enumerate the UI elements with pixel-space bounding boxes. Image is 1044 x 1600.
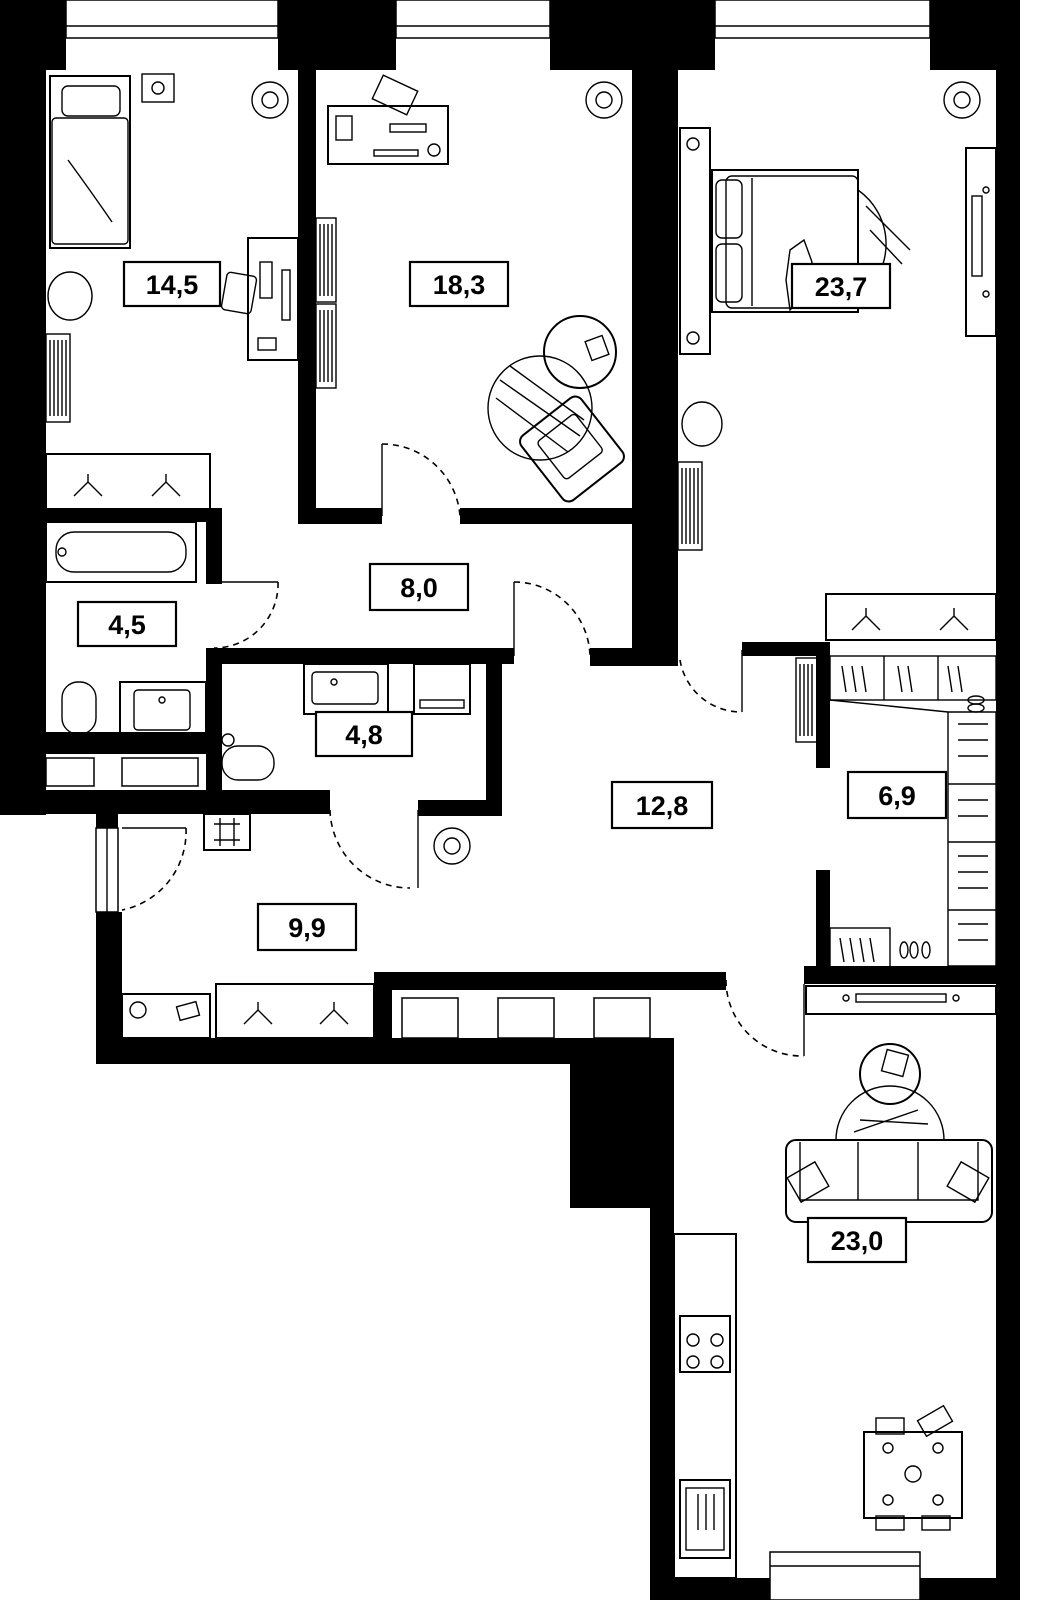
area-label-bedroom-3: 23,7 — [790, 262, 892, 310]
toilet-icon — [221, 733, 275, 781]
area-value: 6,9 — [878, 781, 916, 811]
plant-icon — [595, 1069, 633, 1107]
radiator-icon — [45, 333, 71, 423]
area-label-bedroom-2: 18,3 — [408, 260, 510, 308]
shoe-cabinet-icon — [203, 813, 251, 851]
wardrobe-icon — [215, 983, 375, 1039]
radiator-icon — [315, 217, 337, 389]
rug-icon — [835, 1085, 945, 1141]
dining-table-icon — [863, 1404, 963, 1531]
shoes-icon — [899, 695, 985, 959]
bathtub-icon — [45, 521, 197, 583]
tv-icon — [805, 985, 997, 1015]
armchair-icon — [519, 395, 625, 503]
area-value: 4,8 — [345, 720, 383, 750]
chair-icon — [681, 401, 723, 447]
nightstand-icon — [141, 73, 175, 103]
area-value: 8,0 — [400, 573, 438, 603]
stove-icon — [679, 1315, 731, 1373]
sink-icon — [303, 663, 389, 715]
area-value: 4,5 — [108, 610, 146, 640]
area-value: 9,9 — [288, 913, 326, 943]
desk-icon — [327, 105, 449, 165]
wardrobe-icon — [45, 453, 211, 511]
chair-icon — [220, 271, 258, 315]
area-label-wardrobe: 6,9 — [846, 770, 948, 820]
bed-icon — [49, 75, 131, 249]
sofa-icon — [785, 1139, 993, 1223]
area-label-wc: 4,8 — [314, 710, 414, 758]
toilet-icon — [61, 681, 97, 735]
walls — [0, 0, 1020, 1600]
coffee-table-icon — [859, 1043, 921, 1105]
radiator-icon — [677, 461, 703, 551]
kitchen-counter-icon — [673, 1233, 737, 1579]
radiator-icon — [795, 657, 819, 743]
washing-machine-icon — [413, 663, 471, 715]
chair-icon — [47, 271, 93, 321]
area-value: 12,8 — [636, 791, 689, 821]
area-label-hall: 12,8 — [610, 780, 714, 830]
area-label-kitchen-living: 23,0 — [806, 1216, 908, 1264]
plant-icon — [585, 81, 623, 119]
area-value: 18,3 — [433, 270, 486, 300]
plant-icon — [251, 81, 289, 119]
area-value: 23,0 — [831, 1226, 884, 1256]
chair-icon — [371, 74, 419, 116]
shelves-icon — [829, 655, 997, 969]
wardrobe-icon — [825, 593, 997, 641]
area-value: 23,7 — [815, 272, 868, 302]
area-value: 14,5 — [146, 270, 199, 300]
area-label-bedroom-1: 14,5 — [122, 260, 222, 308]
plant-icon — [943, 81, 981, 119]
windows — [65, 0, 931, 1600]
sink-icon — [679, 1479, 731, 1559]
bed-icon — [679, 127, 859, 355]
doors — [121, 443, 805, 1057]
desk-icon — [247, 237, 299, 361]
rug-icon — [487, 355, 593, 461]
sink-icon — [119, 681, 207, 735]
area-label-entrance: 9,9 — [256, 902, 358, 952]
area-label-bathroom: 4,5 — [76, 600, 178, 648]
plant-icon — [433, 827, 471, 865]
cabinet-icon — [595, 1115, 649, 1181]
tv-icon — [965, 147, 997, 337]
console-icon — [121, 993, 211, 1039]
coffee-table-icon — [543, 315, 617, 389]
area-label-corridor: 8,0 — [368, 562, 470, 612]
